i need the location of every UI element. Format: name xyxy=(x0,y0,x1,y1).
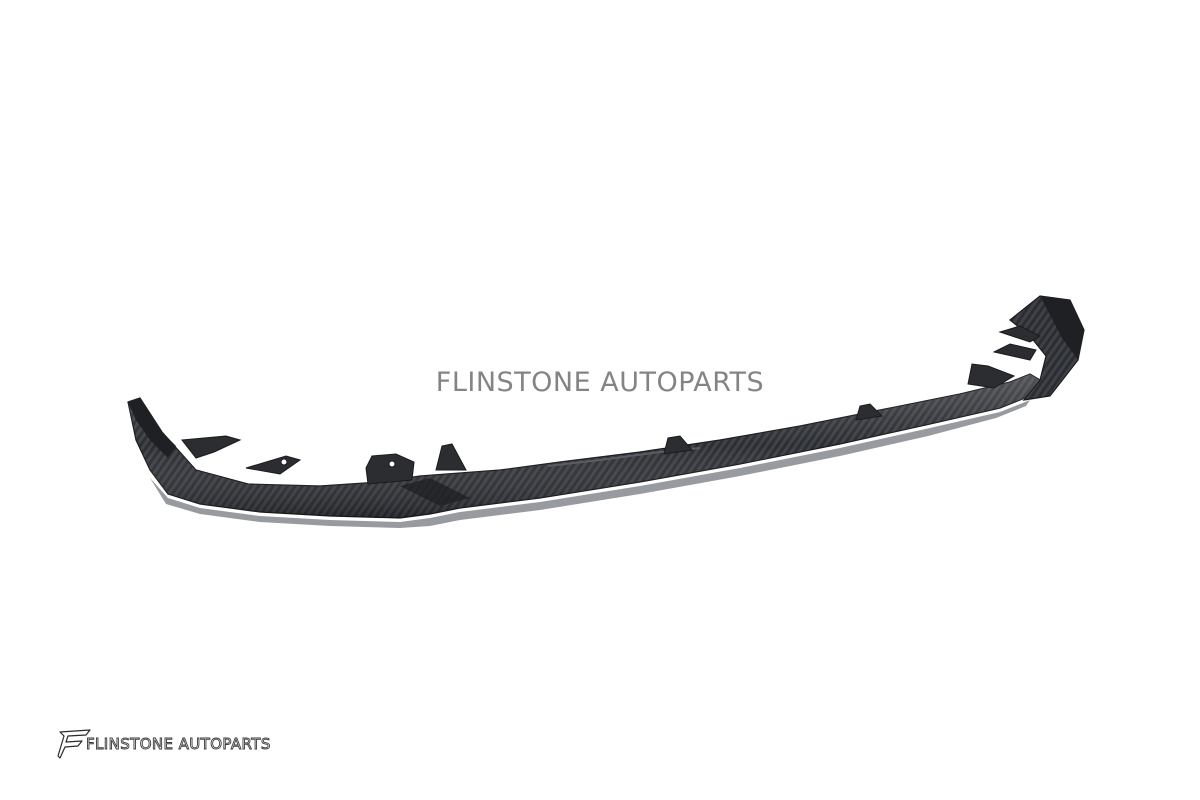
lip-lower-edge xyxy=(150,400,1030,528)
brand-logo-text: FLINSTONE AUTOPARTS xyxy=(86,735,271,754)
watermark-text: FLINSTONE AUTOPARTS xyxy=(435,367,765,398)
brand-logo: FLINSTONE AUTOPARTS xyxy=(56,726,271,762)
flinstone-f-mark-icon xyxy=(57,729,91,759)
mounting-brackets xyxy=(181,325,1042,485)
lip-left-end xyxy=(128,398,176,458)
